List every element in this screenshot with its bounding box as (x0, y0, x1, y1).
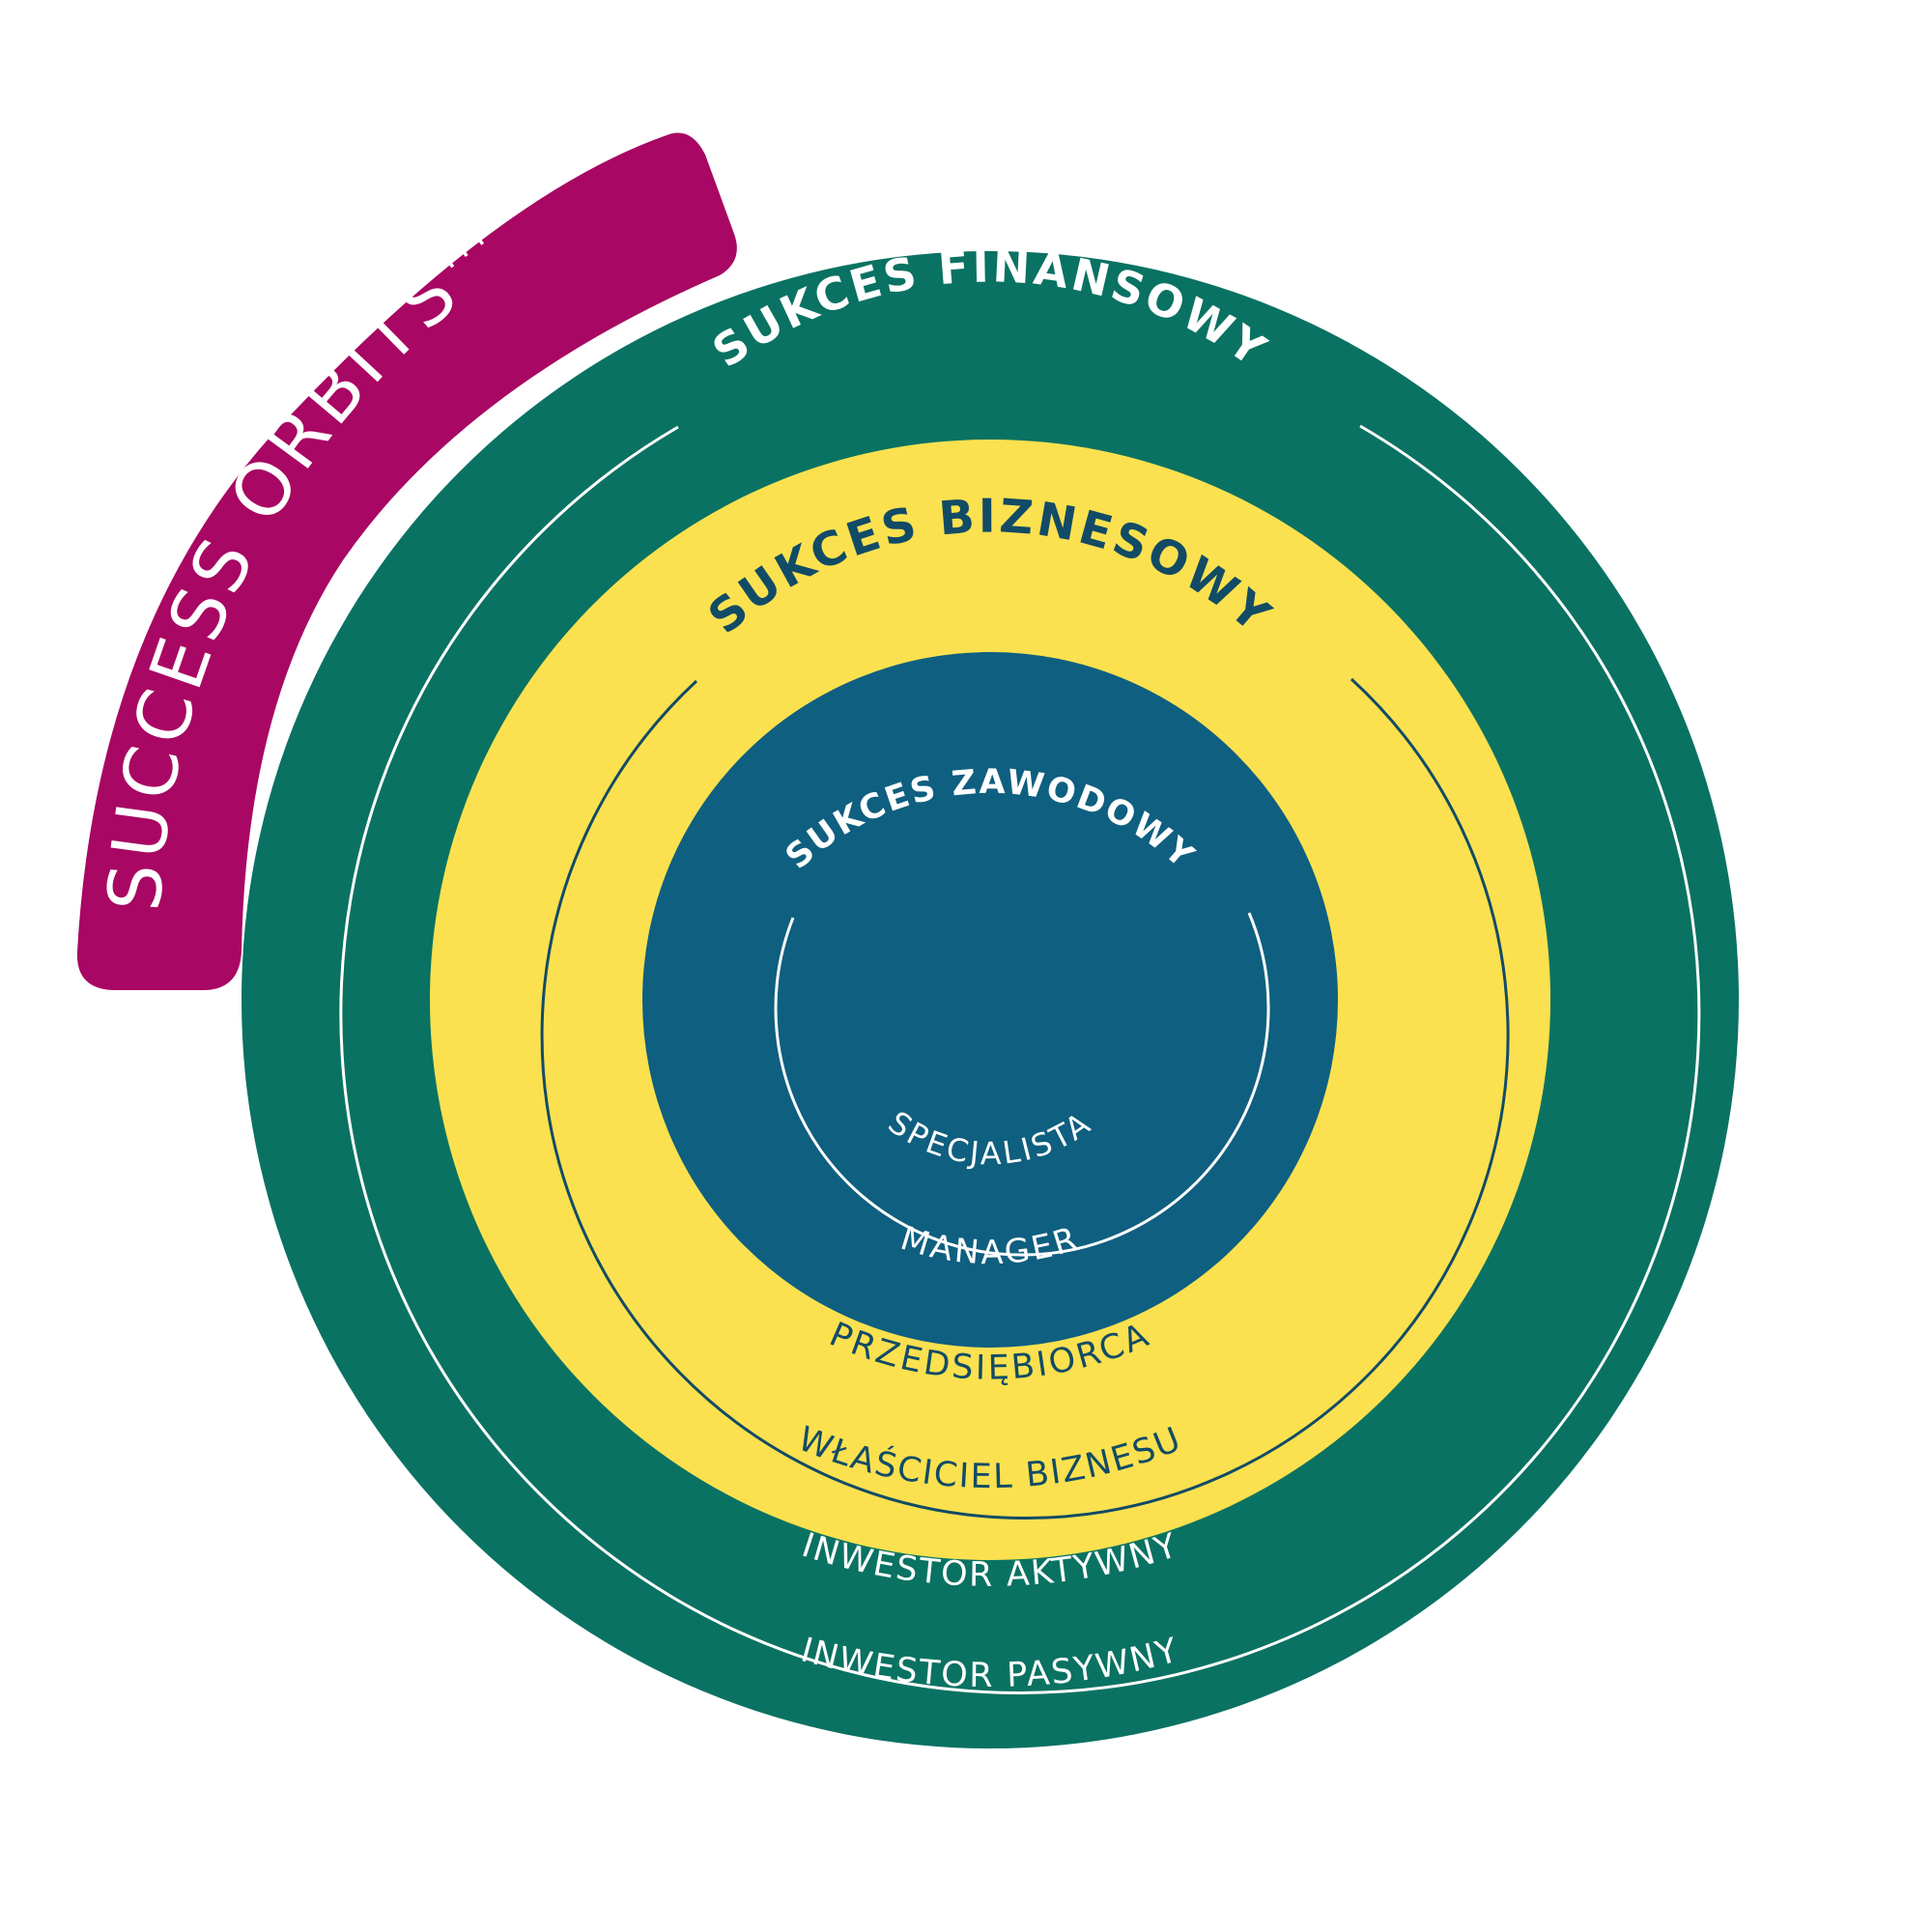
financial-orbit-line (339, 424, 1701, 1694)
professional-ring (642, 652, 1338, 1348)
business-orbit-line (540, 677, 1510, 1520)
professional-orbit-line (774, 912, 1270, 1257)
badge-band (76, 132, 737, 990)
